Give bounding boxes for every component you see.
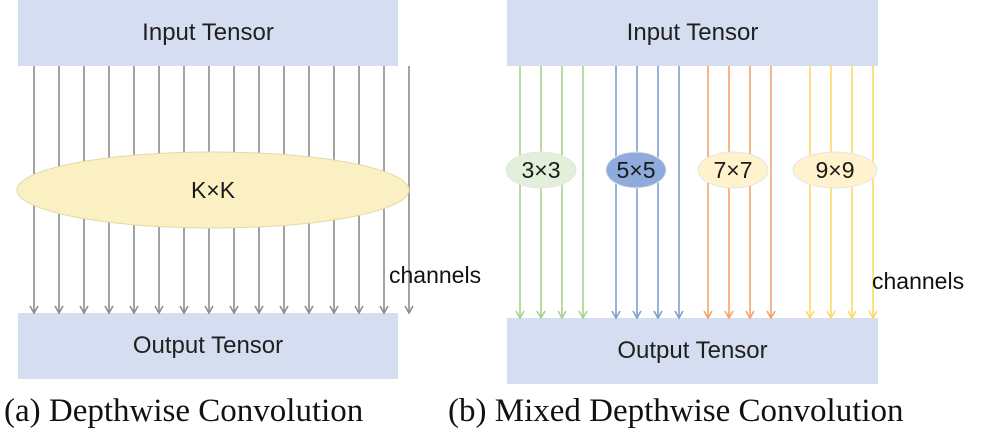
output-tensor-a: Output Tensor bbox=[18, 313, 398, 379]
kernel-label-b: 3×3 bbox=[521, 157, 560, 183]
channel-arrows-b bbox=[515, 66, 878, 320]
kernel-ellipse-b bbox=[792, 151, 878, 189]
kernel-ellipse-b bbox=[505, 151, 577, 189]
kernel-label-b: 5×5 bbox=[616, 157, 655, 183]
input-tensor-b-label: Input Tensor bbox=[626, 19, 759, 46]
kernel-ellipses-b: 3×3 5×5 7×7 9×9 bbox=[505, 151, 878, 189]
kernel-label-b: 7×7 bbox=[713, 157, 752, 183]
channel-arrow-b bbox=[674, 66, 684, 320]
channel-arrow-b bbox=[766, 66, 776, 320]
input-tensor-b: Input Tensor bbox=[507, 0, 878, 66]
channel-arrow-b bbox=[826, 66, 836, 320]
kernel-label-b: 9×9 bbox=[815, 157, 854, 183]
channel-arrow-b bbox=[868, 66, 878, 320]
channel-arrow-b bbox=[847, 66, 857, 320]
caption-a: (a) Depthwise Convolution bbox=[4, 393, 364, 429]
channel-arrow-b bbox=[745, 66, 755, 320]
kernel-label-a: K×K bbox=[191, 177, 236, 203]
output-tensor-a-label: Output Tensor bbox=[132, 332, 284, 359]
channel-arrow-b bbox=[515, 66, 525, 320]
output-tensor-b-label: Output Tensor bbox=[617, 337, 768, 364]
caption-b: (b) Mixed Depthwise Convolution bbox=[448, 393, 904, 429]
channel-arrow-b bbox=[536, 66, 546, 320]
channel-arrow-b bbox=[632, 66, 642, 320]
kernel-ellipse-b bbox=[605, 151, 667, 189]
channel-arrow-b bbox=[611, 66, 621, 320]
channel-arrow-b bbox=[653, 66, 663, 320]
channels-label-a: channels bbox=[389, 262, 482, 288]
output-tensor-b: Output Tensor bbox=[507, 318, 878, 384]
channels-label-b: channels bbox=[872, 268, 965, 294]
kernel-ellipse-a bbox=[16, 151, 410, 229]
channel-arrow-b bbox=[724, 66, 734, 320]
channel-arrow-b bbox=[703, 66, 713, 320]
channel-arrow-b bbox=[578, 66, 588, 320]
kernel-ellipse-b bbox=[697, 151, 769, 189]
channel-arrow-b bbox=[805, 66, 815, 320]
input-tensor-a: Input Tensor bbox=[18, 0, 398, 66]
input-tensor-a-label: Input Tensor bbox=[142, 19, 274, 46]
channel-arrow-b bbox=[557, 66, 567, 320]
